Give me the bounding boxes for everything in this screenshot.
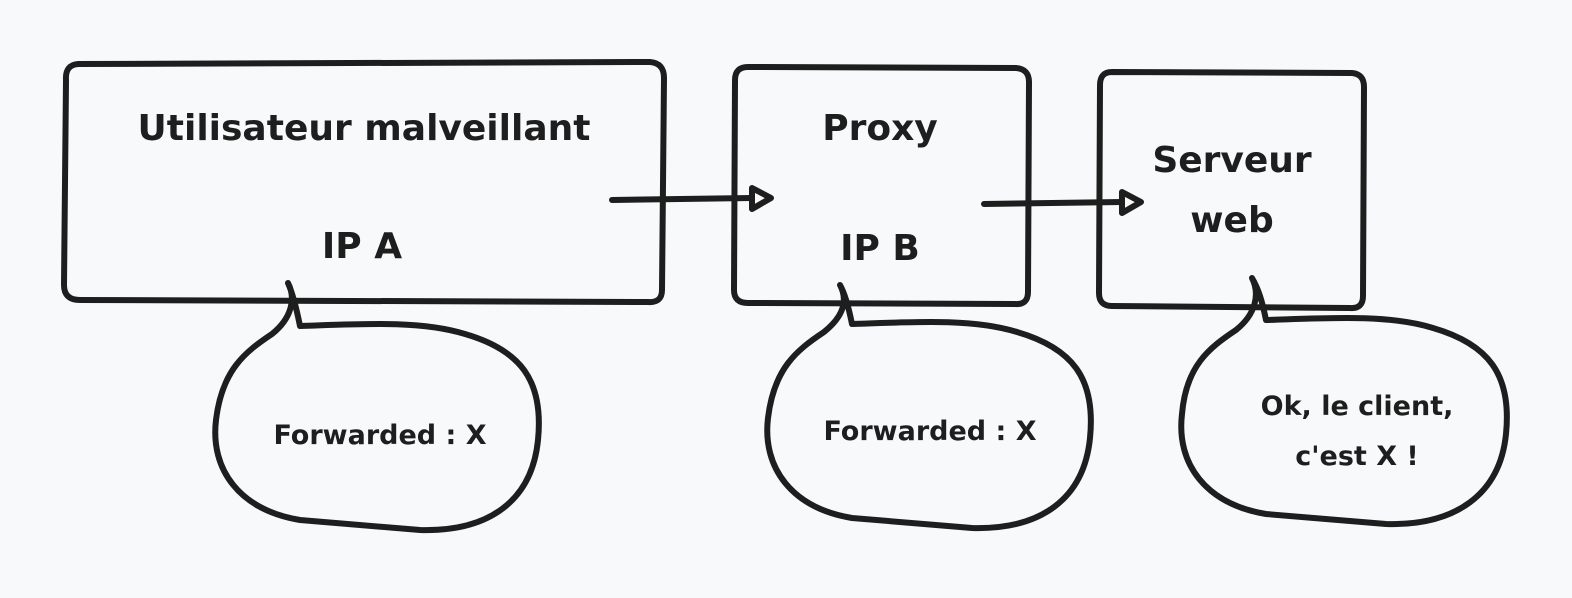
arrow-attacker-to-proxy <box>609 185 774 212</box>
node-web-server[interactable]: Serveur web <box>1096 69 1367 312</box>
bubble-attacker-text: Forwarded : X <box>273 420 486 451</box>
arrow-proxy-to-server <box>981 189 1144 216</box>
server-box <box>1096 69 1367 312</box>
node-attacker[interactable]: Utilisateur malveillant IP A <box>61 59 667 306</box>
server-title-line2: web <box>1190 200 1273 241</box>
attacker-box <box>61 59 667 306</box>
attacker-ip: IP A <box>322 226 402 267</box>
bubble-attacker: Forwarded : X <box>212 280 542 534</box>
attacker-title: Utilisateur malveillant <box>138 108 591 149</box>
proxy-title: Proxy <box>822 108 938 149</box>
speech-bubble-shape <box>764 282 1094 532</box>
speech-bubble-shape <box>212 280 542 534</box>
speech-bubble-shape <box>1178 275 1510 528</box>
node-proxy[interactable]: Proxy IP B <box>731 64 1032 308</box>
bubble-proxy: Forwarded : X <box>764 282 1094 532</box>
bubble-server-text-line2: c'est X ! <box>1295 441 1419 472</box>
proxy-box <box>731 64 1032 308</box>
bubble-server: Ok, le client, c'est X ! <box>1178 275 1510 528</box>
proxy-ip: IP B <box>840 228 920 269</box>
bubble-proxy-text: Forwarded : X <box>823 416 1036 447</box>
server-title-line1: Serveur <box>1152 140 1312 181</box>
bubble-server-text-line1: Ok, le client, <box>1261 391 1454 422</box>
